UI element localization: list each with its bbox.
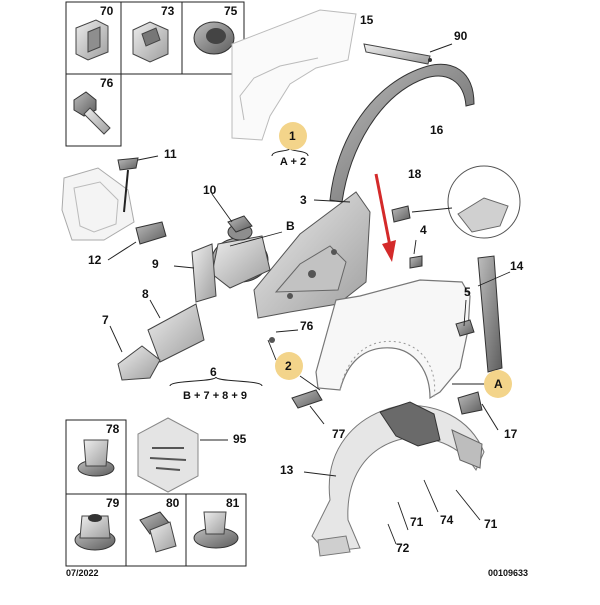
formula-group-1: A + 2 [279, 156, 307, 168]
callout-2: 2 [285, 359, 292, 373]
rivet-78-icon [77, 439, 115, 477]
bracket-12 [107, 221, 167, 261]
callout-18: 18 [408, 167, 422, 181]
cell-label-79: 79 [106, 496, 120, 510]
leader-lines [109, 193, 511, 545]
red-direction-arrow [374, 173, 396, 262]
callout-14: 14 [510, 259, 524, 273]
callout-16: 16 [430, 123, 444, 137]
front-fender-a [315, 279, 471, 400]
highlight-markers [275, 122, 512, 398]
callout-b: B [286, 219, 295, 233]
clip-4 [409, 255, 423, 269]
wheel-liner-13 [311, 401, 485, 557]
callout-77: 77 [332, 427, 346, 441]
hardware-grid-bottom [65, 419, 247, 567]
callout-90: 90 [454, 29, 468, 43]
callout-10: 10 [203, 183, 217, 197]
callout-76: 76 [300, 319, 314, 333]
callout-5: 5 [464, 285, 471, 299]
callout-6: 6 [210, 365, 217, 379]
clip-70-icon [75, 19, 109, 61]
cell-label-75: 75 [224, 4, 238, 18]
brace-6 [169, 376, 263, 387]
callout-a: A [494, 377, 503, 391]
bolt-76-small [269, 329, 299, 343]
bracket-7 [117, 345, 161, 381]
callout-7: 7 [102, 313, 109, 327]
footer-date: 07/2022 [66, 568, 99, 578]
hardware-grid-top [65, 1, 245, 147]
callout-9: 9 [152, 257, 159, 271]
footer-reference: 00109633 [488, 568, 529, 578]
cell-label-80: 80 [166, 496, 180, 510]
clip-18 [391, 205, 411, 223]
callout-4: 4 [420, 223, 427, 237]
pad-17 [457, 391, 499, 431]
cell-label-76: 76 [100, 76, 114, 90]
callout-71-left: 71 [410, 515, 424, 529]
inner-wheelhouse-3 [253, 191, 371, 319]
cell-label-70: 70 [100, 4, 114, 18]
callout-72: 72 [396, 541, 410, 555]
inner-panel-left [61, 167, 135, 241]
callout-13: 13 [280, 463, 294, 477]
formula-group-6: B + 7 + 8 + 9 [183, 390, 247, 402]
callout-8: 8 [142, 287, 149, 301]
kit-95-icon [137, 417, 228, 493]
callout-71-right: 71 [484, 517, 498, 531]
callout-95: 95 [233, 432, 247, 446]
clip-5 [455, 319, 475, 337]
nut-79-icon [74, 514, 116, 551]
detail-circle [411, 165, 521, 239]
callout-1: 1 [289, 129, 296, 143]
cell-label-73: 73 [161, 4, 175, 18]
highlight-2 [275, 352, 303, 380]
trim-strip-15 [363, 43, 453, 65]
bolt-76-icon [73, 91, 111, 135]
cell-81-frame [185, 493, 247, 567]
callout-12: 12 [88, 253, 102, 267]
highlight-1 [279, 122, 307, 150]
callout-15: 15 [360, 13, 374, 27]
seal-14 [477, 255, 503, 373]
highlight-a [484, 370, 512, 398]
cell-75-frame [181, 1, 245, 75]
nut-75-icon [193, 21, 235, 55]
fender-ghost-top [231, 9, 357, 141]
callout-11: 11 [164, 147, 177, 161]
bracket-8 [147, 303, 205, 363]
callout-3: 3 [300, 193, 307, 207]
clip-73-icon [132, 21, 169, 63]
screw-80-icon [139, 511, 177, 553]
callout-74: 74 [440, 513, 454, 527]
strut-tower-b [211, 223, 271, 289]
stud-81-icon [193, 511, 239, 549]
bracket-9 [191, 243, 217, 303]
wheel-arch-trim-16 [329, 63, 475, 203]
cell-76-frame [65, 73, 122, 147]
cell-label-81: 81 [226, 496, 240, 510]
bracket-11 [117, 155, 159, 213]
cell-label-78: 78 [106, 422, 120, 436]
clip-77 [291, 389, 325, 425]
mount-10 [227, 215, 253, 233]
callout-17: 17 [504, 427, 518, 441]
